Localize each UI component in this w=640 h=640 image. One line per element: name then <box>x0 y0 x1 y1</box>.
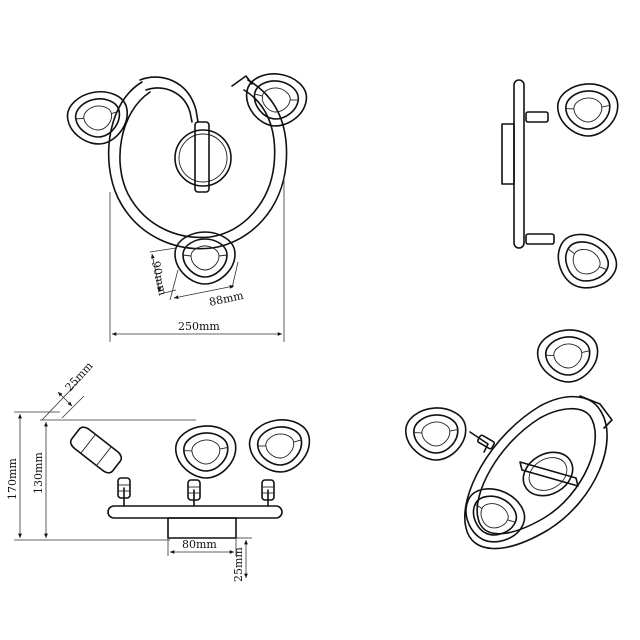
side-arm-height-label: 130mm <box>32 452 45 494</box>
end-view <box>501 79 626 300</box>
perspective-center-bar <box>519 461 579 487</box>
perspective-wall-plate <box>522 451 574 497</box>
perspective-head-bottom <box>455 479 533 553</box>
front-wall-plate <box>174 129 232 187</box>
side-total-height-label: 170mm <box>6 458 19 500</box>
head-height-label: 90mm <box>149 260 169 297</box>
front-center-bar <box>194 121 210 193</box>
perspective-ring-inner <box>476 407 596 535</box>
head-height-dimension-line <box>151 253 161 293</box>
perspective-head-left <box>403 405 469 463</box>
head-width-label: 88mm <box>208 289 245 309</box>
side-head-depth-label: 25mm <box>63 359 96 394</box>
front-width-label: 250mm <box>178 320 220 333</box>
side-view: 25mm 170mm 130mm 80mm 25mm <box>6 359 315 582</box>
side-base-width-label: 80mm <box>182 538 217 551</box>
end-joint-bottom <box>525 233 555 245</box>
side-wall-plate <box>167 517 237 539</box>
front-ring-inner <box>119 89 276 239</box>
front-head-right <box>241 69 311 131</box>
front-view: 250mm 88mm 90mm <box>63 69 311 342</box>
perspective-view <box>403 326 613 553</box>
side-base-bar <box>107 505 283 519</box>
perspective-ring-outer <box>464 395 608 550</box>
side-head-left <box>67 423 125 477</box>
side-head-right <box>245 415 315 477</box>
end-head-bottom <box>546 224 626 300</box>
front-ring-outer <box>107 79 288 250</box>
end-head-top <box>555 81 621 139</box>
side-head-middle <box>173 423 239 481</box>
perspective-head-top <box>534 326 602 386</box>
end-joint-top <box>525 111 549 123</box>
front-top-arm <box>139 76 199 123</box>
side-head-depth-dimension-line <box>57 391 73 407</box>
front-head-bottom <box>174 231 236 285</box>
end-bar <box>513 79 525 249</box>
end-wall-plate <box>501 123 515 185</box>
side-base-depth-label: 25mm <box>232 547 245 582</box>
head-width-dimension-line <box>173 284 235 300</box>
